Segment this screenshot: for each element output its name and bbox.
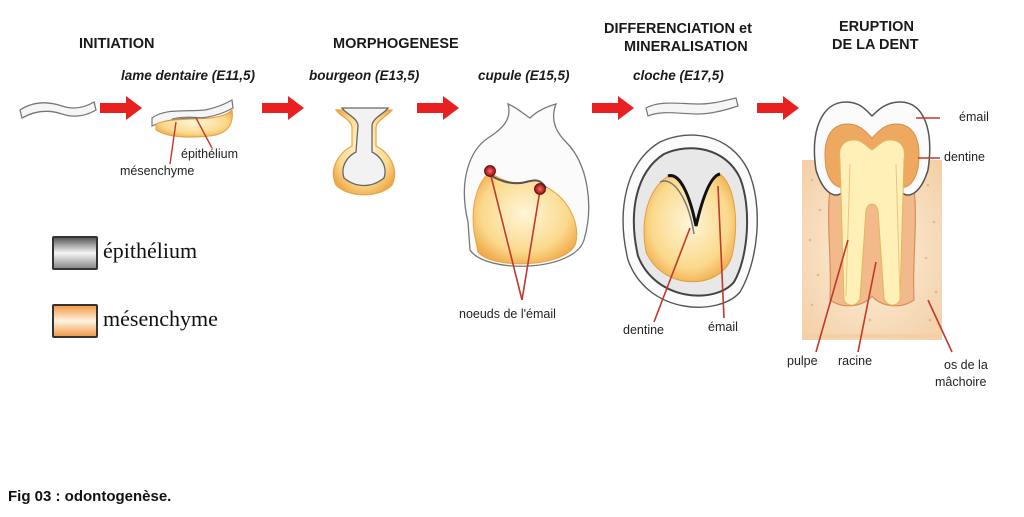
stage-differenciation-line1: DIFFERENCIATION et <box>604 21 752 37</box>
label-email-tooth: émail <box>959 110 989 124</box>
label-email-cloche: émail <box>708 320 738 334</box>
substage-lame: lame dentaire (E11,5) <box>121 68 256 83</box>
figure-caption: Fig 03 : odontogenèse. <box>8 488 172 505</box>
tooth-drawing <box>802 101 953 353</box>
arrow-4 <box>592 96 634 120</box>
label-pulpe: pulpe <box>787 354 818 368</box>
cloche-drawing <box>622 97 758 323</box>
arrow-2 <box>262 96 304 120</box>
label-dentine-tooth: dentine <box>944 150 986 164</box>
stage-morphogenese: MORPHOGENESE <box>333 36 459 52</box>
label-epithelium-small: épithélium <box>181 147 238 161</box>
arrow-1 <box>100 96 142 120</box>
stage-differenciation-line2: MINERALISATION <box>624 39 748 55</box>
label-noeuds: noeuds de l'émail <box>459 307 556 321</box>
substage-cupule: cupule (E15,5) <box>478 68 570 83</box>
lame-dentaire-drawing <box>151 99 234 165</box>
bourgeon-drawing <box>332 107 396 196</box>
stage-initiation: INITIATION <box>79 36 155 52</box>
legend-epithelium-swatch <box>52 236 98 270</box>
arrow-5 <box>757 96 799 120</box>
label-racine: racine <box>838 354 873 368</box>
stage-eruption-line1: ERUPTION <box>839 19 914 35</box>
stage-eruption-line2: DE LA DENT <box>832 37 919 53</box>
label-os-line2: mâchoire <box>935 375 987 389</box>
label-mesenchyme-small: mésenchyme <box>120 164 195 178</box>
label-dentine-cloche: dentine <box>623 323 665 337</box>
legend-mesenchyme-swatch <box>52 304 98 338</box>
arrow-3 <box>417 96 459 120</box>
label-os-line1: os de la <box>944 358 988 372</box>
substage-bourgeon: bourgeon (E13,5) <box>309 68 420 83</box>
diagram-canvas <box>19 96 953 353</box>
substage-cloche: cloche (E17,5) <box>633 68 724 83</box>
legend-epithelium-label: épithélium <box>103 238 198 263</box>
legend-mesenchyme-label: mésenchyme <box>103 306 218 331</box>
oral-epithelium <box>19 100 97 119</box>
cupule-drawing <box>463 102 590 301</box>
